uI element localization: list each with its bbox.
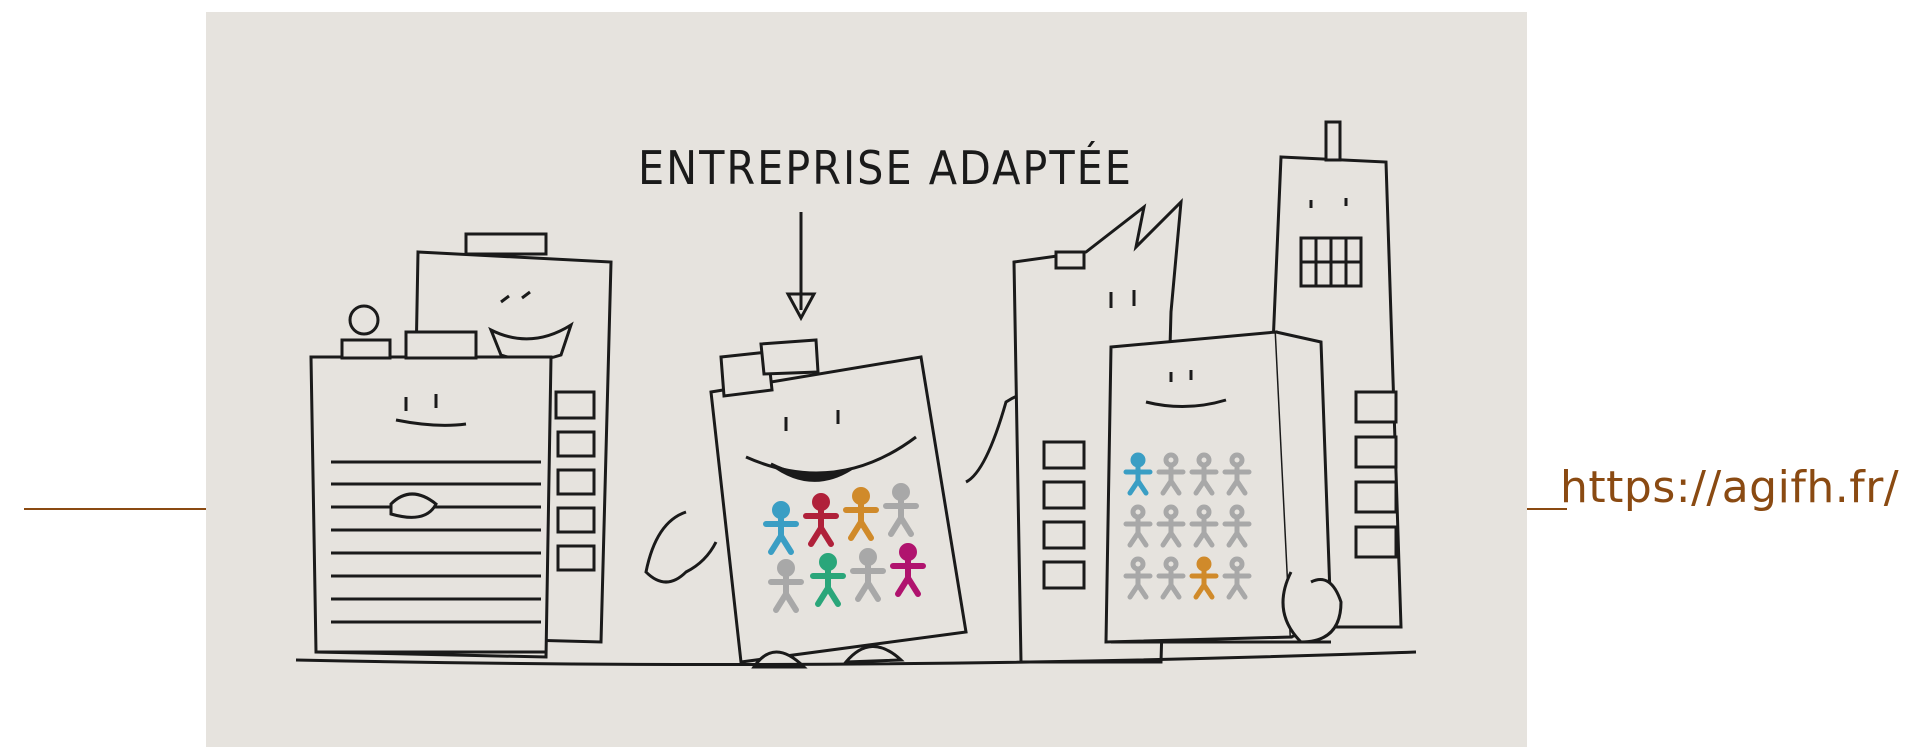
people-icon — [763, 483, 926, 613]
illustration-caption: ENTREPRISE ADAPTÉE — [638, 141, 1133, 195]
website-link[interactable]: https://agifh.fr/ — [1560, 462, 1900, 513]
illustration: ENTREPRISE ADAPTÉE — [206, 12, 1527, 747]
building-icon — [309, 304, 553, 659]
illustration-svg: ENTREPRISE ADAPTÉE — [295, 120, 1417, 669]
divider-left — [24, 508, 206, 510]
divider-right — [1527, 508, 1567, 510]
ground-line — [295, 650, 1417, 666]
arrow-down-icon — [785, 212, 817, 322]
people-icon — [1123, 452, 1252, 600]
